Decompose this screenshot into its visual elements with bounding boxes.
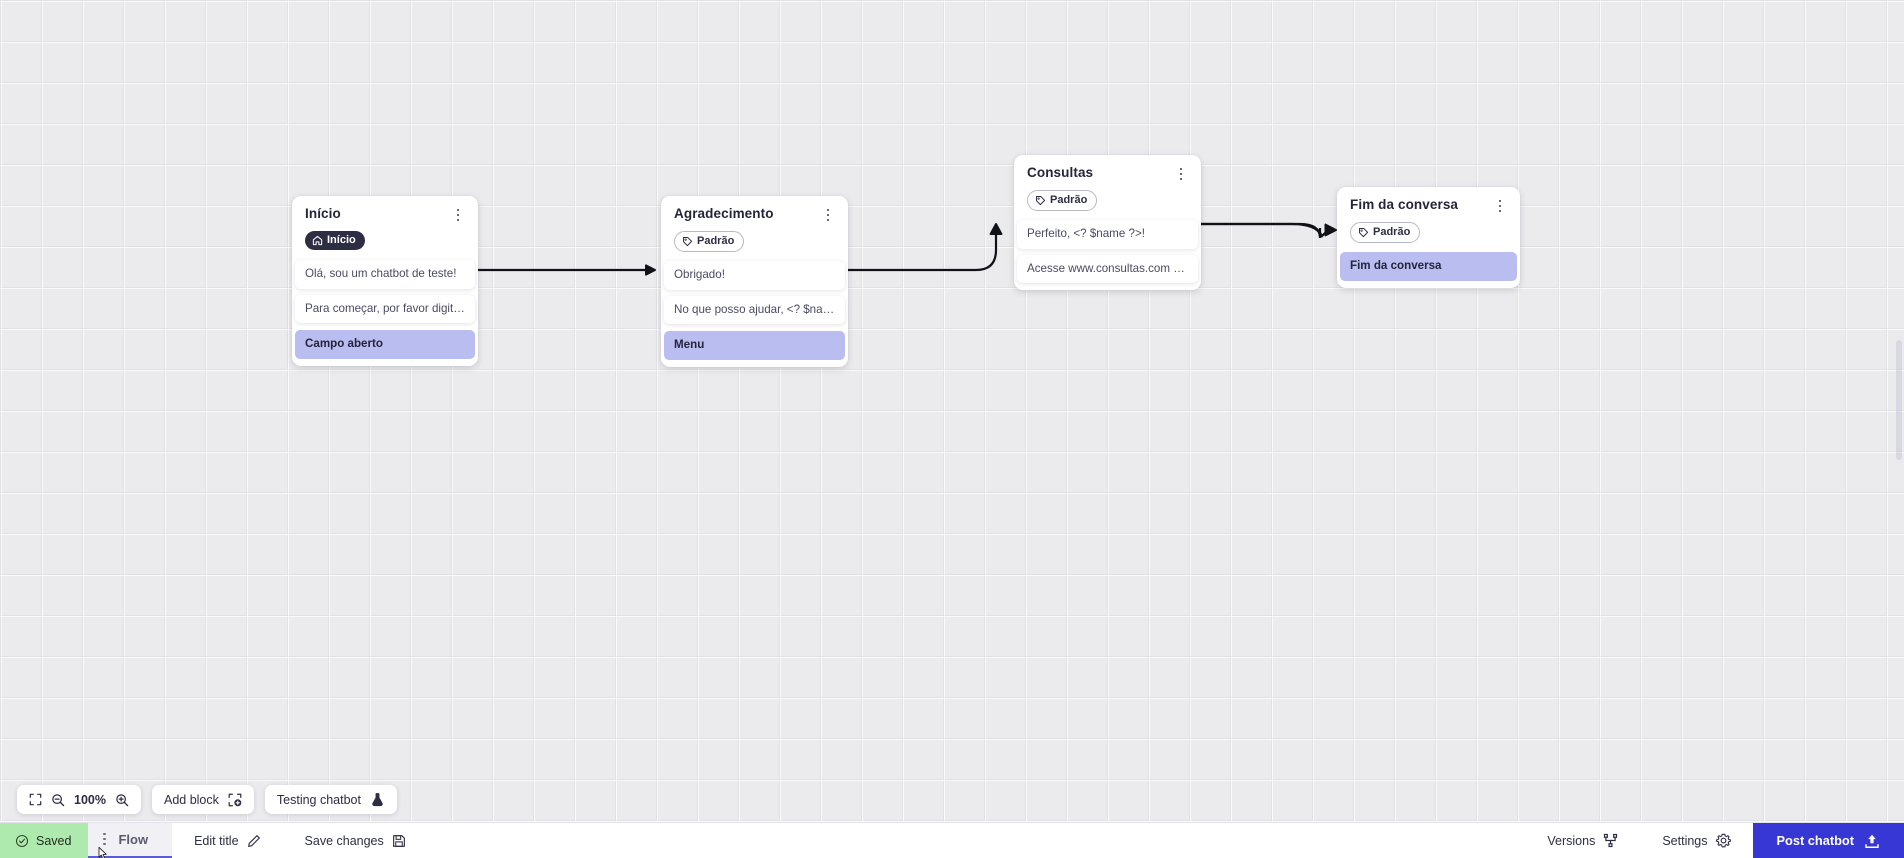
versions-label: Versions — [1547, 833, 1596, 848]
node-messages: Fim da conversa — [1337, 252, 1520, 281]
home-icon — [312, 235, 323, 246]
testing-chatbot-label: Testing chatbot — [276, 792, 361, 807]
settings-button[interactable]: Settings — [1640, 823, 1752, 858]
action-chip[interactable]: Fim da conversa — [1340, 252, 1517, 281]
edit-title-button[interactable]: Edit title — [172, 823, 282, 858]
message-bubble[interactable]: Para começar, por favor digite o ... — [295, 294, 475, 324]
saved-label: Saved — [36, 833, 72, 848]
node-badge-row: Início — [292, 224, 478, 260]
branch-icon — [1604, 833, 1618, 848]
node-header: Fim da conversa — [1337, 187, 1520, 215]
node-messages: Olá, sou um chatbot de teste! Para começ… — [292, 260, 478, 359]
save-changes-label: Save changes — [304, 833, 384, 848]
gear-icon — [1715, 833, 1731, 848]
zoom-controls[interactable]: 100% — [17, 785, 141, 814]
connector-consultas-fim — [1201, 222, 1329, 238]
arrowhead-fim — [1324, 223, 1337, 237]
node-badge-row: Padrão — [1014, 183, 1201, 220]
testing-chatbot-button[interactable]: Testing chatbot — [264, 785, 397, 814]
action-chip[interactable]: Menu — [664, 331, 845, 360]
node-menu-button[interactable] — [450, 206, 466, 224]
connector-agradecimento-consultas — [848, 230, 998, 272]
post-chatbot-label: Post chatbot — [1776, 833, 1855, 848]
action-chip[interactable]: Campo aberto — [295, 330, 475, 359]
tag-icon — [683, 237, 693, 247]
flask-icon — [372, 793, 383, 807]
message-bubble[interactable]: No que posso ajudar, <? $name ... — [664, 295, 845, 325]
node-title: Fim da conversa — [1350, 197, 1459, 212]
flow-node-agradecimento[interactable]: Agradecimento Padrão Obrigado! No que po… — [661, 196, 848, 367]
node-badge-label: Padrão — [1050, 194, 1088, 206]
canvas-toolbar: 100% Add block Testing chatbot — [17, 785, 397, 814]
message-bubble[interactable]: Olá, sou um chatbot de teste! — [295, 260, 475, 289]
node-title: Consultas — [1027, 165, 1094, 180]
node-badge-label: Padrão — [697, 235, 735, 247]
flow-canvas[interactable]: Início Início Olá, sou um chatbot de tes… — [0, 0, 1904, 822]
node-badge[interactable]: Padrão — [1027, 190, 1098, 212]
vertical-scrollbar[interactable] — [1895, 0, 1904, 822]
node-badge[interactable]: Início — [305, 231, 365, 251]
zoom-in-icon[interactable] — [115, 793, 129, 807]
node-header: Consultas — [1014, 155, 1201, 183]
versions-button[interactable]: Versions — [1525, 823, 1640, 858]
vertical-scrollbar-thumb[interactable] — [1896, 340, 1902, 460]
flow-node-consultas[interactable]: Consultas Padrão Perfeito, <? $name ?>! … — [1014, 155, 1201, 291]
zoom-out-icon[interactable] — [51, 793, 65, 807]
bottom-bar: Saved Flow Edit title Save changes — [0, 822, 1904, 858]
tag-icon — [1359, 228, 1369, 238]
tag-icon — [1036, 196, 1046, 206]
message-bubble[interactable]: Perfeito, <? $name ?>! — [1017, 220, 1198, 249]
message-bubble[interactable]: Obrigado! — [664, 261, 845, 290]
connector-consultas-fim-a — [1201, 222, 1322, 239]
add-block-label: Add block — [163, 792, 219, 807]
edit-title-label: Edit title — [194, 833, 239, 848]
post-chatbot-button[interactable]: Post chatbot — [1752, 823, 1904, 858]
flow-node-inicio[interactable]: Início Início Olá, sou um chatbot de tes… — [292, 196, 478, 366]
saved-status: Saved — [0, 823, 89, 858]
pencil-icon — [247, 834, 260, 847]
fit-screen-icon[interactable] — [29, 793, 42, 806]
add-block-button[interactable]: Add block — [151, 785, 254, 814]
upload-icon — [1865, 834, 1879, 848]
floppy-disk-icon — [392, 834, 405, 847]
settings-label: Settings — [1662, 833, 1708, 848]
check-circle-icon — [15, 834, 29, 847]
add-block-icon — [228, 793, 242, 806]
flow-connectors — [477, 222, 1337, 276]
node-badge-label: Padrão — [1373, 226, 1411, 238]
node-badge[interactable]: Padrão — [674, 231, 745, 253]
save-changes-button[interactable]: Save changes — [283, 823, 428, 858]
arrowhead-consultas — [989, 223, 1003, 235]
bottom-bar-right: Versions Settings Post chatbot — [1525, 823, 1904, 858]
node-header: Início — [292, 196, 478, 224]
node-header: Agradecimento — [661, 196, 848, 224]
node-messages: Perfeito, <? $name ?>! Acesse www.consul… — [1014, 220, 1201, 284]
node-menu-button[interactable] — [1492, 197, 1508, 215]
arrowhead-agradecimento — [645, 264, 656, 276]
node-badge[interactable]: Padrão — [1350, 222, 1421, 244]
node-badge-label: Início — [327, 234, 356, 246]
zoom-level-label: 100% — [74, 792, 106, 807]
node-menu-button[interactable] — [820, 206, 836, 224]
node-badge-row: Padrão — [661, 224, 848, 261]
tab-flow-label: Flow — [118, 832, 149, 847]
message-bubble[interactable]: Acesse www.consultas.com par... — [1017, 254, 1198, 284]
node-title: Agradecimento — [674, 206, 774, 221]
node-badge-row: Padrão — [1337, 215, 1520, 252]
node-messages: Obrigado! No que posso ajudar, <? $name … — [661, 261, 848, 360]
node-menu-button[interactable] — [1173, 165, 1189, 183]
flow-node-fim-da-conversa[interactable]: Fim da conversa Padrão Fim da conversa — [1337, 187, 1520, 288]
bottom-bar-left: Saved Flow Edit title Save changes — [0, 823, 428, 858]
flow-tab-menu-icon[interactable] — [96, 830, 112, 848]
node-title: Início — [305, 206, 341, 221]
tab-flow[interactable]: Flow — [88, 823, 173, 858]
